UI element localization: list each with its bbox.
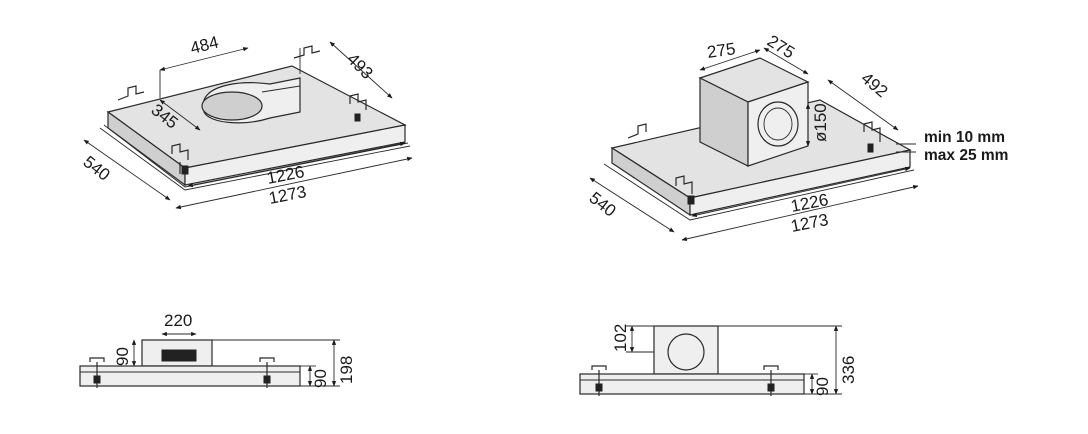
dim-blower-width: 484 (188, 33, 220, 58)
side-right-view: 102 90 336 (579, 324, 858, 396)
dim-duct: ø150 (811, 103, 830, 142)
iso-right-view: 275 275 ø150 492 540 1226 1273 min 10 mm… (586, 31, 1008, 242)
dim-body-h: 90 (311, 369, 330, 388)
motor-box (698, 57, 810, 167)
dim-top-w: 220 (164, 311, 192, 330)
dim-depth-right: 540 (586, 188, 620, 220)
side-left-view: 220 90 90 198 (79, 311, 356, 388)
dim-depth-upper: 493 (343, 49, 376, 82)
dim-top-h: 90 (113, 347, 132, 366)
note-min: min 10 mm (924, 129, 1005, 146)
dim-body-h-right: 90 (813, 377, 832, 396)
note-max: max 25 mm (924, 147, 1008, 164)
dim-total-h: 198 (337, 356, 356, 384)
dim-box-h: 102 (611, 324, 630, 352)
blower-unit (201, 77, 301, 124)
dim-box-d: 275 (764, 31, 798, 62)
dim-box-w: 275 (706, 39, 737, 62)
dim-depth-upper-right: 492 (857, 69, 891, 102)
dim-total-h-right: 336 (839, 356, 858, 384)
iso-left-view: 484 493 345 540 1226 1273 (80, 33, 413, 210)
